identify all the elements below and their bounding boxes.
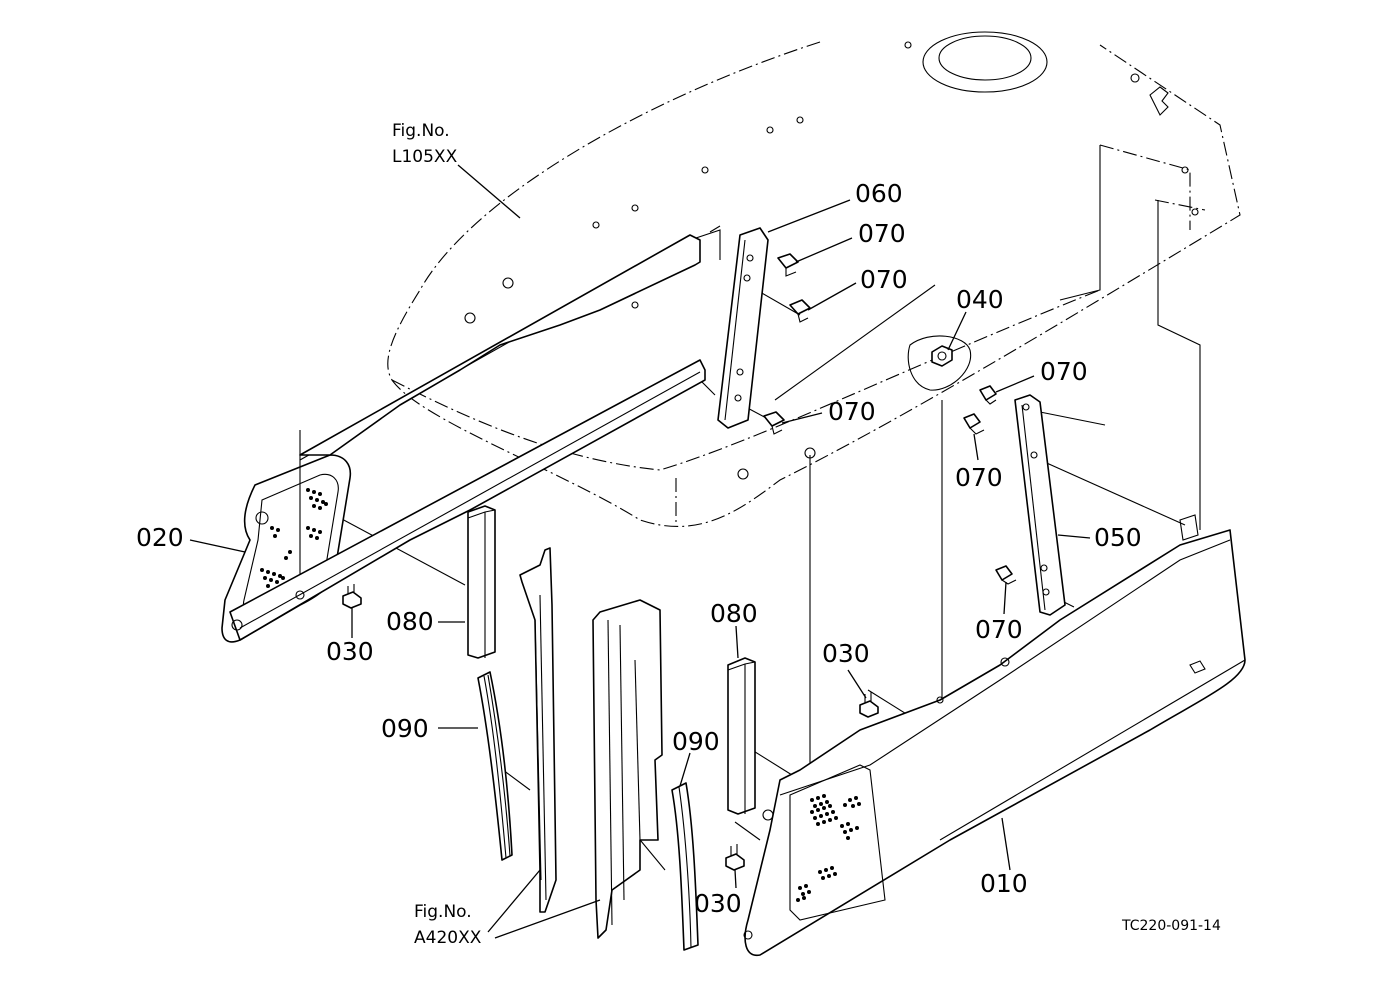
callout-060: 060: [855, 179, 903, 208]
reference-top-line2: L105XX: [392, 147, 458, 167]
callout-010: 010: [980, 869, 1028, 898]
left-side-panel: [221, 229, 721, 643]
leader-lines: [189, 164, 1091, 939]
callout-030-a: 030: [326, 637, 374, 666]
bolt-070-b: [789, 299, 811, 323]
bolt-030-b: [859, 692, 879, 718]
callout-080-b: 080: [710, 599, 758, 628]
seal-090-left: [477, 671, 513, 861]
left-panel-perforations: [260, 488, 328, 588]
reference-bottom-line1: Fig.No.: [414, 902, 472, 922]
strip-a420-right: [592, 599, 663, 939]
seal-090-right: [671, 782, 699, 951]
right-side-panel: [743, 514, 1246, 956]
callout-070-a: 070: [858, 219, 906, 248]
callout-090-b: 090: [672, 727, 720, 756]
bolt-070-c: [763, 411, 785, 435]
bolt-030-c: [725, 844, 745, 871]
callout-030-c: 030: [694, 889, 742, 918]
callout-030-b: 030: [822, 639, 870, 668]
bolt-070-a: [777, 253, 799, 277]
bolt-070-f: [995, 565, 1017, 585]
bracket-050: [1014, 394, 1066, 616]
callout-050: 050: [1094, 523, 1142, 552]
reference-label-a420: Fig.No. A420XX: [414, 902, 482, 948]
right-panel-perforations: [796, 794, 861, 902]
hood-outline: [387, 31, 1241, 528]
callout-080-a: 080: [386, 607, 434, 636]
bolt-070-e: [963, 413, 985, 435]
foam-block-080-right: [727, 657, 756, 815]
nut-040: [931, 345, 953, 367]
callout-070-c: 070: [828, 397, 876, 426]
reference-top-line1: Fig.No.: [392, 121, 450, 141]
callout-090-a: 090: [381, 714, 429, 743]
callout-070-f: 070: [975, 615, 1023, 644]
bolt-030-a: [342, 584, 362, 609]
bolt-070-d: [979, 385, 997, 405]
bracket-060: [717, 227, 769, 429]
callout-020: 020: [136, 523, 184, 552]
foam-block-080-left: [467, 505, 496, 659]
drawing-code: TC220-091-14: [1121, 918, 1221, 934]
callout-070-e: 070: [955, 463, 1003, 492]
reference-bottom-line2: A420XX: [414, 928, 482, 948]
reference-label-l105: Fig.No. L105XX: [392, 121, 458, 167]
strip-a420-left: [519, 547, 557, 913]
callout-040: 040: [956, 285, 1004, 314]
callout-070-d: 070: [1040, 357, 1088, 386]
callout-070-b: 070: [860, 265, 908, 294]
